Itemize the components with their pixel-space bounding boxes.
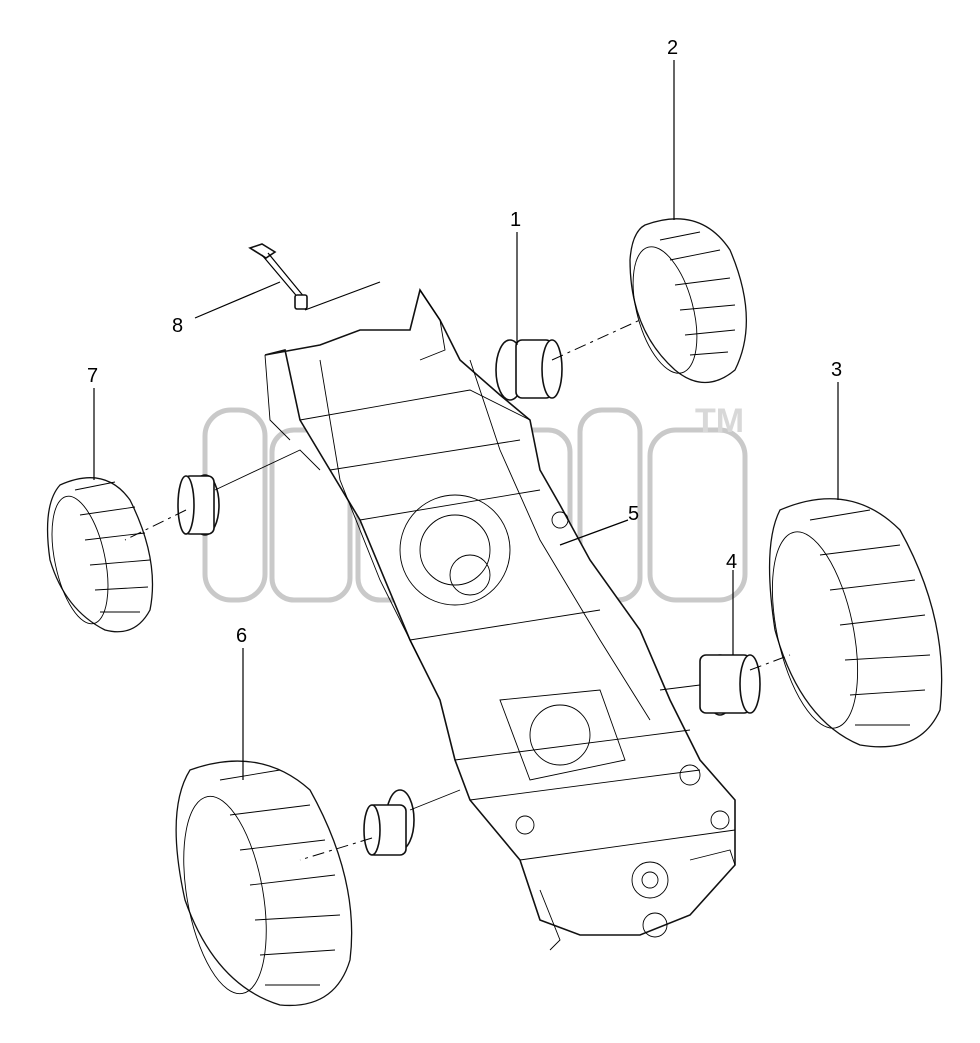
callout-5: 5 (628, 503, 639, 525)
callout-4: 4 (726, 551, 737, 573)
axle-hub-right-lower (659, 654, 761, 716)
leader-lines (93, 60, 839, 780)
tire-7 (46, 477, 154, 633)
axle-hub-upper-right (495, 339, 563, 401)
callout-2: 2 (667, 37, 678, 59)
callout-8: 8 (172, 315, 183, 337)
axle-hub-left (177, 449, 321, 536)
assembly-axis-lines (124, 319, 791, 861)
steering-rod (248, 243, 381, 311)
callout-labels: 1 2 3 4 5 6 7 8 (87, 37, 842, 647)
tire-6 (175, 760, 353, 1007)
callout-1: 1 (510, 209, 521, 231)
trademark-label: TM (695, 402, 744, 440)
tire-2 (629, 218, 747, 383)
tire-3 (768, 498, 943, 748)
callout-7: 7 (87, 365, 98, 387)
axle-hub-lower-left (363, 789, 461, 856)
callout-3: 3 (831, 359, 842, 381)
chassis-frame (264, 288, 736, 951)
callout-6: 6 (236, 625, 247, 647)
